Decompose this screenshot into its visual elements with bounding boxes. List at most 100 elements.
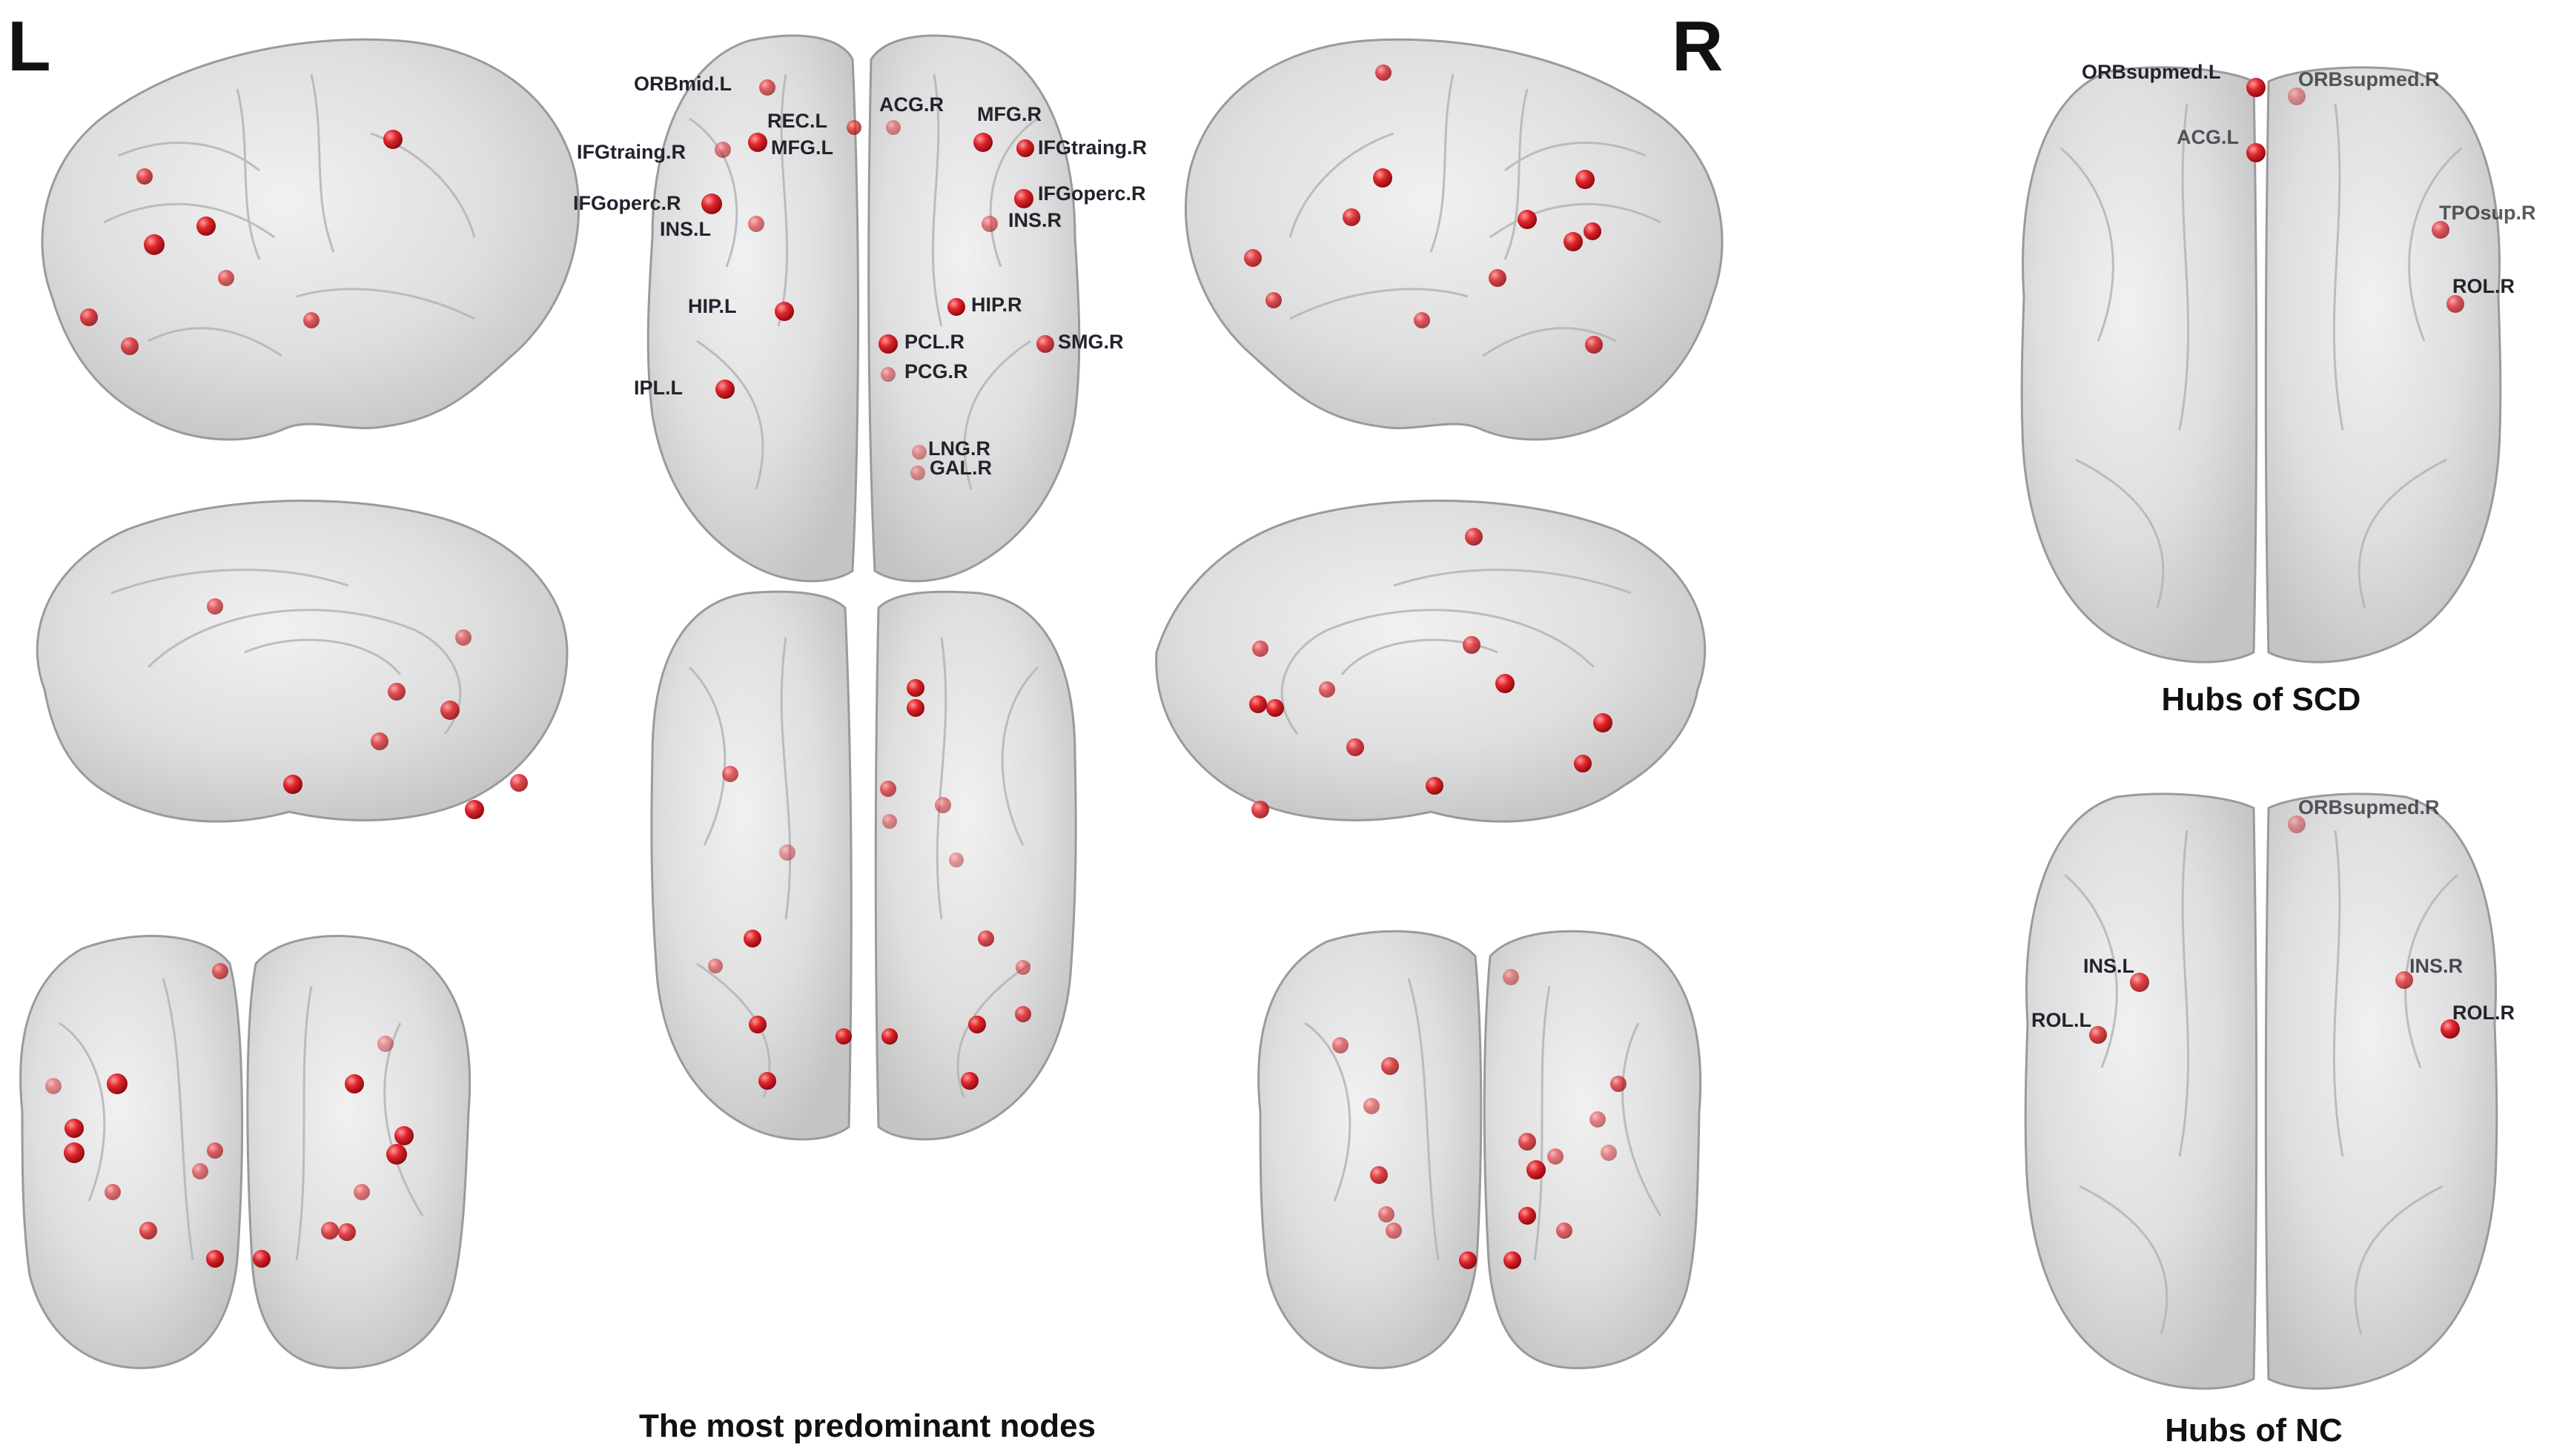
- node-label: ORBmid.L: [634, 73, 732, 95]
- brain-left-coronal-view: [19, 935, 472, 1369]
- node: [1489, 269, 1506, 287]
- node-label: ORBsupmed.R: [2298, 796, 2440, 818]
- brain-nc-hubs-view: [2024, 792, 2498, 1390]
- node: [1343, 208, 1360, 226]
- caption-hubs-of-scd: Hubs of SCD: [2162, 681, 2361, 718]
- node: [1589, 1111, 1606, 1128]
- node: [1518, 1207, 1536, 1225]
- brain-right-medial-view: [1155, 499, 1707, 823]
- node-label: ACG.L: [2177, 126, 2239, 148]
- nodes-nc-hubs: [2089, 815, 2460, 1044]
- node-label: IFGtraing.R: [1038, 136, 1147, 159]
- node: [779, 844, 795, 861]
- node: [775, 302, 794, 321]
- node: [345, 1074, 364, 1093]
- node: [968, 1016, 986, 1033]
- node: [2441, 1019, 2460, 1039]
- node: [1463, 636, 1480, 654]
- node-label: ORBsupmed.L: [2082, 61, 2221, 83]
- node-label: INS.R: [2409, 955, 2463, 977]
- node-label: MFG.L: [771, 136, 833, 159]
- node: [1363, 1098, 1380, 1114]
- node: [708, 959, 723, 973]
- node: [2246, 143, 2266, 162]
- nodes-scd-hubs: [2246, 78, 2464, 313]
- node: [881, 367, 896, 382]
- node: [45, 1078, 62, 1094]
- brain-axial-bottom-view: [650, 590, 1077, 1141]
- node: [2395, 971, 2413, 989]
- node: [701, 193, 722, 214]
- node: [910, 466, 925, 480]
- node: [748, 133, 767, 152]
- node: [1414, 312, 1430, 328]
- node: [144, 234, 165, 255]
- node: [1251, 801, 1269, 818]
- nodes-right-lateral: [1244, 64, 1603, 354]
- brain-axial-top-view: [646, 34, 1081, 583]
- node: [715, 380, 735, 399]
- node: [1252, 641, 1268, 657]
- node-label: GAL.R: [930, 457, 992, 479]
- node: [386, 1144, 407, 1165]
- node: [1564, 232, 1583, 251]
- node: [947, 298, 965, 316]
- caption-hubs-of-nc: Hubs of NC: [2165, 1412, 2343, 1449]
- node: [2246, 78, 2266, 97]
- node-label: ACG.R: [879, 93, 944, 116]
- node: [212, 963, 228, 979]
- node: [1346, 738, 1364, 756]
- node: [961, 1072, 979, 1090]
- node: [879, 334, 898, 354]
- node: [1266, 699, 1284, 717]
- node: [1375, 64, 1392, 81]
- node: [758, 1072, 776, 1090]
- node: [192, 1163, 208, 1179]
- node: [1503, 969, 1519, 985]
- node: [882, 814, 897, 829]
- node-label: MFG.R: [977, 103, 1042, 125]
- node: [1036, 335, 1054, 353]
- node: [1265, 292, 1282, 308]
- node: [748, 216, 764, 232]
- node: [886, 120, 901, 135]
- node: [105, 1184, 121, 1200]
- node: [982, 216, 998, 232]
- node: [744, 930, 761, 947]
- node-label: IFGoperc.R: [1038, 182, 1146, 205]
- nodes-left-lateral: [80, 130, 403, 355]
- predominant-node-labels: ORBmid.L REC.L ACG.R MFG.R IFGtraing.R M…: [573, 73, 1147, 479]
- node: [1584, 222, 1601, 240]
- brain-right-lateral-view: [1184, 38, 1724, 441]
- node-label: ROL.R: [2452, 275, 2515, 297]
- node-label: ROL.L: [2031, 1009, 2091, 1031]
- node-label: PCL.R: [904, 331, 965, 353]
- node-label: TPOsup.R: [2439, 202, 2536, 224]
- node: [440, 701, 460, 720]
- node: [80, 308, 98, 326]
- node: [1575, 170, 1595, 189]
- nodes-left-coronal: [45, 963, 414, 1268]
- node: [1495, 674, 1515, 693]
- node: [394, 1126, 414, 1145]
- nodes-left-medial: [207, 598, 528, 819]
- node: [207, 1142, 223, 1159]
- node: [1426, 777, 1443, 795]
- node: [338, 1223, 356, 1241]
- node: [510, 774, 528, 792]
- node: [354, 1184, 370, 1200]
- nc-hub-labels: ORBsupmed.R INS.L INS.R ROL.L ROL.R: [2031, 796, 2515, 1031]
- node: [935, 797, 951, 813]
- node: [64, 1119, 84, 1138]
- node-label: HIP.R: [971, 294, 1022, 316]
- right-hemisphere-label: R: [1672, 7, 1723, 86]
- node: [206, 1250, 224, 1268]
- node-label: IFGtraing.R: [577, 141, 686, 163]
- node: [1016, 960, 1030, 975]
- node: [1319, 681, 1335, 698]
- node: [907, 699, 924, 717]
- node: [1526, 1160, 1546, 1179]
- node: [2432, 221, 2449, 239]
- node: [759, 79, 775, 96]
- node: [303, 312, 320, 328]
